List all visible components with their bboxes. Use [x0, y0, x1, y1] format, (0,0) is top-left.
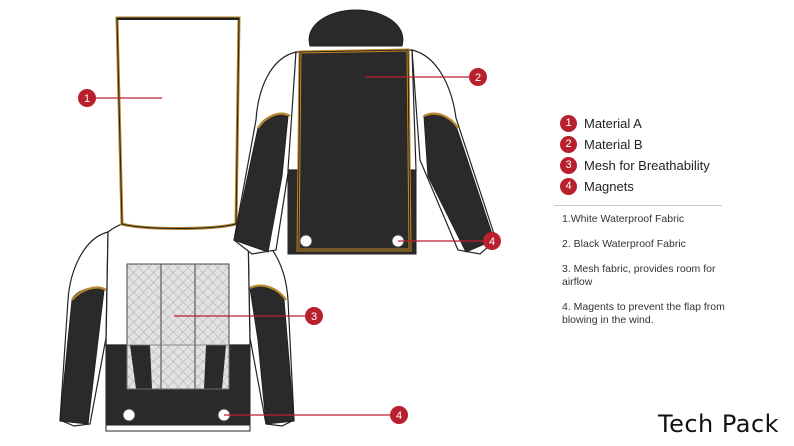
callout-3: 3: [305, 307, 323, 325]
legend-item-magnets: 4 Magnets: [560, 176, 740, 197]
notes-list: 1.White Waterproof Fabric 2. Black Water…: [562, 213, 742, 339]
svg-text:2: 2: [475, 72, 481, 84]
note-item: 3. Mesh fabric, provides room for airflo…: [562, 263, 716, 288]
legend-badge: 2: [560, 136, 577, 153]
hem-band: [105, 424, 251, 432]
legend-badge: 4: [560, 178, 577, 195]
legend-item-material-b: 2 Material B: [560, 134, 740, 155]
legend-badge: 3: [560, 157, 577, 174]
legend-item-mesh: 3 Mesh for Breathability: [560, 155, 740, 176]
closed-flap: [296, 48, 412, 252]
svg-text:4: 4: [396, 410, 402, 422]
jacket-back-flap-closed: [233, 9, 497, 255]
callout-1: 1: [78, 89, 96, 107]
legend: 1 Material A 2 Material B 3 Mesh for Bre…: [560, 113, 740, 197]
jacket-back-flap-open: [59, 215, 295, 432]
note-item: 1.White Waterproof Fabric: [562, 213, 685, 225]
legend-item-material-a: 1 Material A: [560, 113, 740, 134]
brand-title: Tech Pack: [658, 410, 780, 438]
upper-right-sleeve-dark: [423, 113, 495, 253]
legend-divider: [554, 205, 722, 206]
magnet-left: [122, 408, 136, 422]
legend-label: Material B: [584, 137, 643, 152]
legend-label: Mesh for Breathability: [584, 158, 710, 173]
legend-badge: 1: [560, 115, 577, 132]
callout-4-upper: 4: [483, 232, 501, 250]
callout-4-lower: 4: [390, 406, 408, 424]
note-item: 2. Black Waterproof Fabric: [562, 238, 686, 250]
upper-left-sleeve-dark: [233, 113, 289, 253]
legend-label: Material A: [584, 116, 642, 131]
svg-text:4: 4: [489, 236, 495, 248]
note-item: 4. Magents to prevent the flap from blow…: [562, 301, 725, 326]
flap-panel: [115, 16, 241, 230]
svg-text:1: 1: [84, 93, 90, 105]
upper-magnet-left: [299, 234, 313, 248]
legend-label: Magnets: [584, 179, 634, 194]
hood: [308, 9, 404, 47]
callout-lines: [96, 76, 483, 416]
callout-2: 2: [469, 68, 487, 86]
svg-text:3: 3: [311, 311, 317, 323]
